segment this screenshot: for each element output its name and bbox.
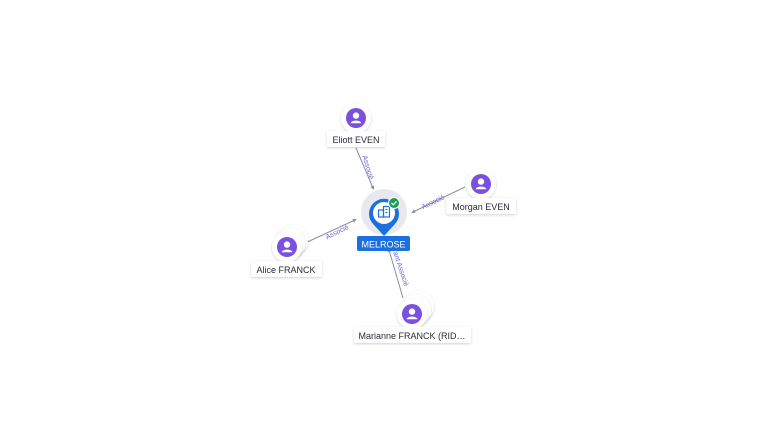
check-icon: [388, 197, 400, 209]
person-node-morgan[interactable]: Morgan EVEN: [446, 169, 516, 214]
person-icon: [471, 174, 491, 194]
person-node-eliott[interactable]: Eliott EVEN: [327, 103, 385, 147]
person-icon: [346, 108, 366, 128]
person-name-morgan: Morgan EVEN: [452, 202, 510, 212]
company-node-melrose[interactable]: MELROSE: [357, 189, 410, 251]
edge-label-morgan: Associé: [421, 194, 446, 211]
person-name-eliott: Eliott EVEN: [332, 135, 379, 145]
company-label-bg: [357, 236, 410, 251]
person-icon: [402, 304, 422, 324]
person-name-alice: Alice FRANCK: [256, 265, 315, 275]
edge-label-alice: Associé: [325, 224, 350, 241]
building-icon: [377, 205, 391, 218]
edge-alice[interactable]: Associé: [302, 219, 357, 245]
person-name-marianne: Marianne FRANCK (RID…: [358, 331, 465, 341]
person-node-marianne[interactable]: Marianne FRANCK (RID…: [354, 291, 471, 343]
person-node-alice[interactable]: Alice FRANCK: [251, 225, 322, 277]
edge-label-eliott: Associé: [361, 155, 375, 181]
edge-eliott[interactable]: Associé: [355, 147, 375, 190]
person-icon: [277, 237, 297, 257]
company-name: MELROSE: [361, 240, 405, 250]
